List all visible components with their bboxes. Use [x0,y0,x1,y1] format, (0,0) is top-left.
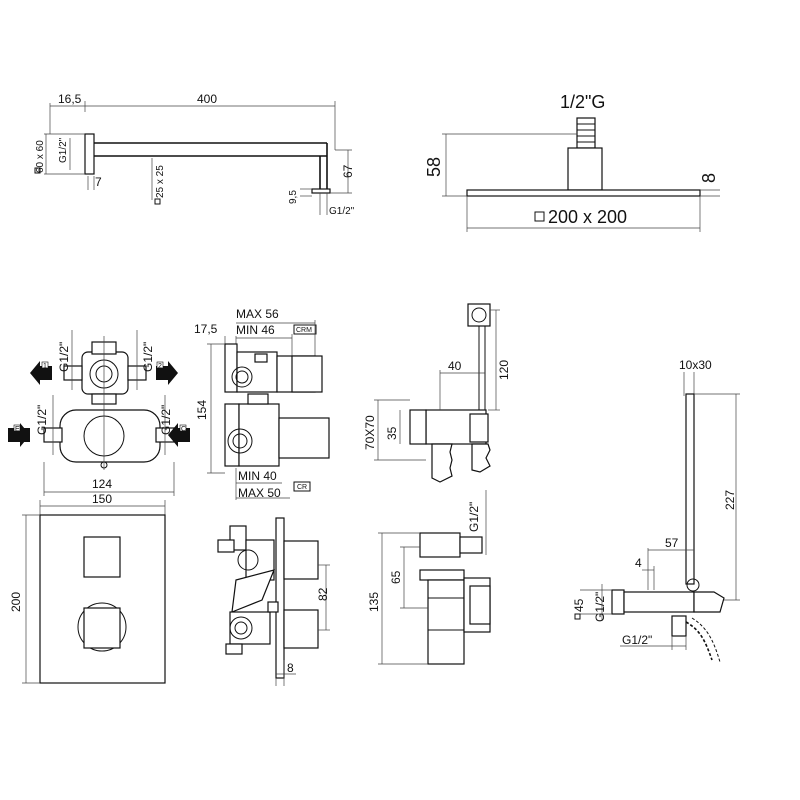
dim-60x60: 60 x 60 [35,140,46,173]
dim-40: 40 [448,359,462,373]
g12-bottom-hand: G1/2" [622,633,652,647]
label-crm: CRM [296,327,312,334]
dim-70x70: 70X70 [363,415,377,450]
arrow-label-c: C [181,426,186,433]
head-thread-label: 1/2"G [560,92,605,112]
dim-7: 7 [95,175,102,189]
face-plate-side-drawing: 82 8 [217,517,330,686]
dim-16-5: 16,5 [58,92,82,106]
g12-left-label: G1/2" [58,137,69,163]
dim-200-plate: 200 [9,592,23,612]
g12-top-left: G1/2" [57,342,71,372]
dim-67: 67 [341,164,355,178]
outlet-g12-label: G1/2" [467,502,481,532]
arrow-label-1: 1 [43,363,47,370]
label-min-46: MIN 46 [236,323,275,337]
arrow-label-2: 2 [158,363,162,370]
water-outlet-side-drawing: G1/2" 135 65 [367,490,491,665]
dim-45: 45 [572,598,586,612]
g12-top-right: G1/2" [141,342,155,372]
dim-17-5: 17,5 [194,322,218,336]
g12-mid-left: G1/2" [35,405,49,435]
water-outlet-top-drawing: 40 120 70X70 35 [363,303,511,483]
hand-shower-drawing: 10x30 227 57 4 45 G1/2" G1/2" [572,358,740,663]
dim-25x25: 25 x 25 [155,165,166,198]
dim-9-5: 9,5 [288,190,299,204]
g12-mid-right: G1/2" [159,405,173,435]
dim-150: 150 [92,492,112,506]
dim-65: 65 [389,570,403,584]
dim-8-plate: 8 [287,661,294,675]
dim-58: 58 [424,157,444,177]
label-cr: CR [297,484,307,491]
label-max-50: MAX 50 [238,486,281,500]
dim-135: 135 [367,592,381,612]
dim-8-head: 8 [699,173,719,183]
dim-124: 124 [92,477,112,491]
g12-side-label: G1/2" [593,592,607,622]
dim-10x30: 10x30 [679,358,712,372]
dim-120: 120 [497,360,511,380]
arrow-label-e: E [15,426,20,433]
dim-227: 227 [723,490,737,510]
dim-4: 4 [635,556,642,570]
dim-35: 35 [385,426,399,440]
dim-82: 82 [316,587,330,601]
shower-arm-drawing: 16,5 400 60 x 60 G1/2" 7 25 x 25 9,5 67 … [34,92,355,217]
valve-side-drawing: 17,5 MAX 56 MIN 46 CRM 154 MIN [194,307,330,500]
dim-57: 57 [665,536,679,550]
valve-body-front-drawing: G1/2" G1/2" G1/2" G1/2" 1 2 E C 124 [8,330,190,496]
label-max-56: MAX 56 [236,307,279,321]
dim-154: 154 [195,400,209,420]
dim-400: 400 [197,92,217,106]
face-plate-front-drawing: 150 200 [9,492,166,684]
g12-bottom-label: G1/2" [329,206,355,217]
dim-200x200: 200 x 200 [548,207,627,227]
shower-head-drawing: 1/2"G 58 8 200 x 200 [424,92,720,232]
label-min-40: MIN 40 [238,469,277,483]
